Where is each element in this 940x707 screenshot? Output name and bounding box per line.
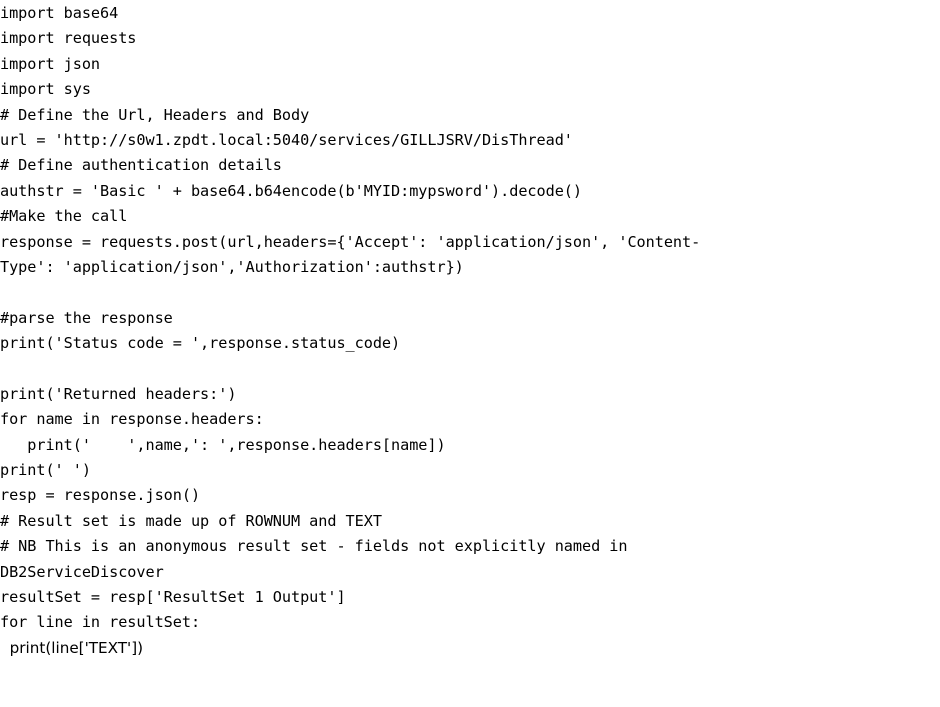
code-line-import-sys: import sys — [0, 80, 91, 99]
code-line-print-status: print('Status code = ',response.status_c… — [0, 334, 401, 353]
code-line-resultset: resultSet = resp['ResultSet 1 Output'] — [0, 587, 346, 606]
code-line-print-header-item: print(' ',name,': ',response.headers[nam… — [0, 435, 446, 454]
code-comment-make-call: #Make the call — [0, 207, 128, 226]
code-blank-line — [0, 280, 940, 305]
code-line-print-text: print(line['TEXT']) — [0, 638, 144, 657]
code-line-import-json: import json — [0, 54, 101, 73]
code-line-db2servicediscover: DB2ServiceDiscover — [0, 562, 164, 581]
code-comment-parse: #parse the response — [0, 308, 173, 327]
code-line-print-headers: print('Returned headers:') — [0, 384, 237, 403]
code-line-url: url = 'http://s0w1.zpdt.local:5040/servi… — [0, 130, 573, 149]
code-line-for-resultset: for line in resultSet: — [0, 613, 201, 632]
code-line-for-headers: for name in response.headers: — [0, 410, 264, 429]
code-listing: import base64 import requests import jso… — [0, 4, 940, 657]
code-line-resp-json: resp = response.json() — [0, 486, 201, 505]
code-line-response-post-continued: Type': 'application/json','Authorization… — [0, 257, 464, 276]
code-comment-result-set: # Result set is made up of ROWNUM and TE… — [0, 511, 382, 530]
code-line-print-space: print(' ') — [0, 461, 91, 480]
code-comment-anonymous: # NB This is an anonymous result set - f… — [0, 537, 628, 556]
code-line-authstr: authstr = 'Basic ' + base64.b64encode(b'… — [0, 181, 582, 200]
code-line-import-base64: import base64 — [0, 4, 119, 22]
code-comment-auth: # Define authentication details — [0, 156, 282, 175]
code-line-response-post: response = requests.post(url,headers={'A… — [0, 232, 701, 251]
code-line-import-requests: import requests — [0, 29, 137, 48]
code-blank-line — [0, 356, 940, 381]
code-comment-define-url: # Define the Url, Headers and Body — [0, 105, 310, 124]
